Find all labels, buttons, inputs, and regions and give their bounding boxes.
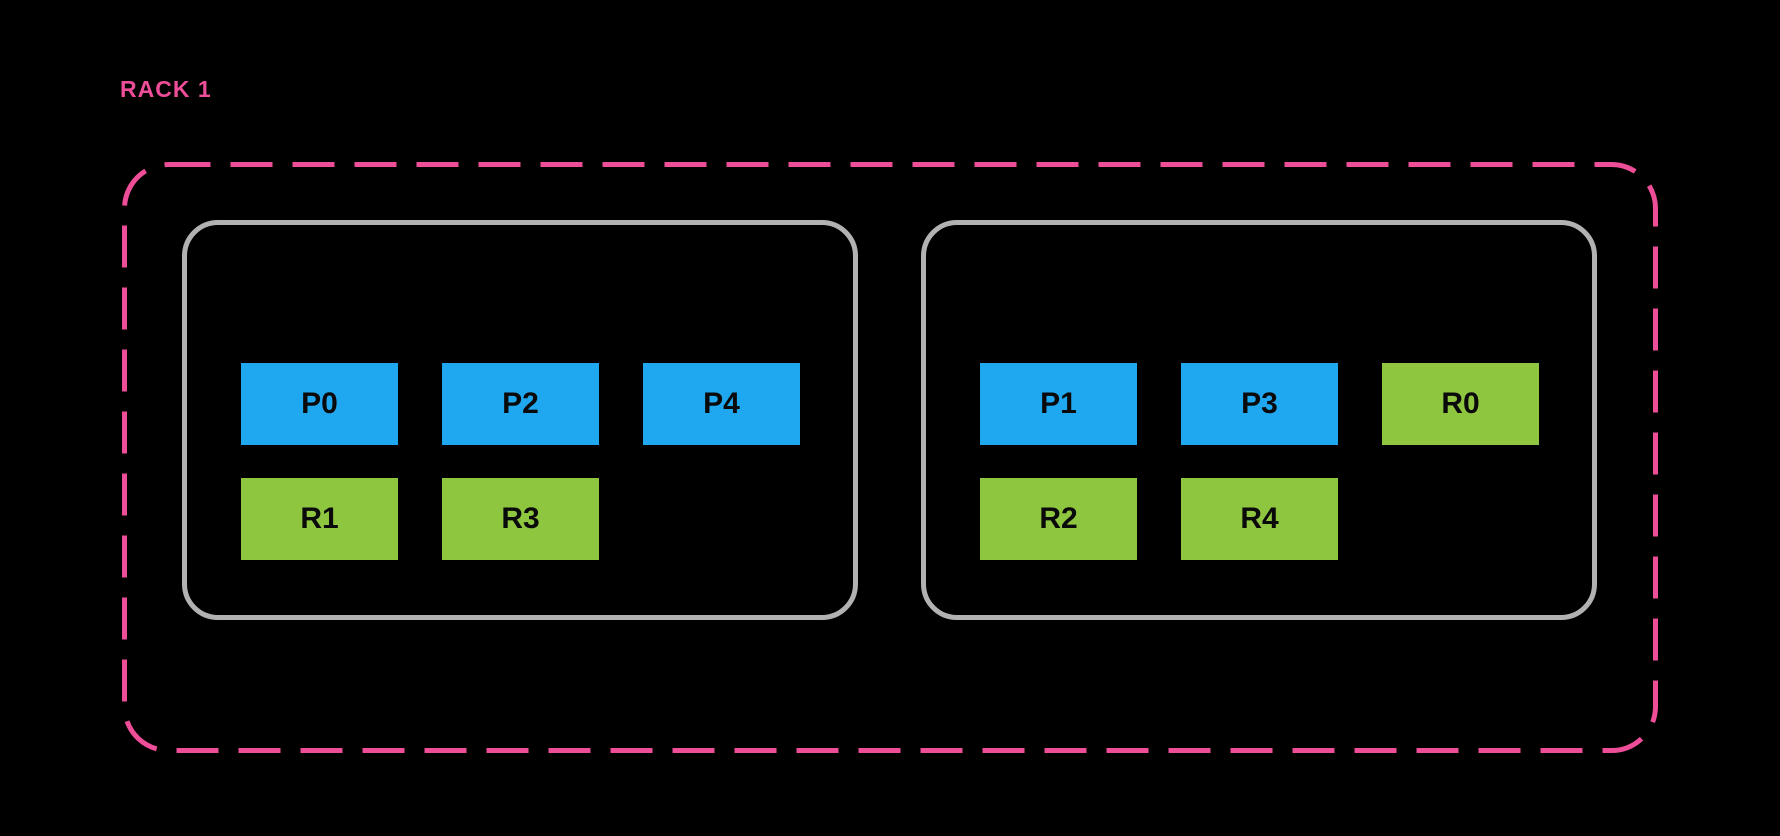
shard-r2: R2: [980, 478, 1137, 560]
shard-r0: R0: [1382, 363, 1539, 445]
node-container-2: P1 P3 R0 R2 R4: [921, 220, 1597, 620]
shard-r3: R3: [442, 478, 599, 560]
rack-title: RACK 1: [120, 76, 212, 102]
shard-p2: P2: [442, 363, 599, 445]
shard-p4: P4: [643, 363, 800, 445]
shard-p0: P0: [241, 363, 398, 445]
shard-p3: P3: [1181, 363, 1338, 445]
node-container-1: P0 P2 P4 R1 R3: [182, 220, 858, 620]
shard-r4: R4: [1181, 478, 1338, 560]
shard-p1: P1: [980, 363, 1137, 445]
shard-r1: R1: [241, 478, 398, 560]
